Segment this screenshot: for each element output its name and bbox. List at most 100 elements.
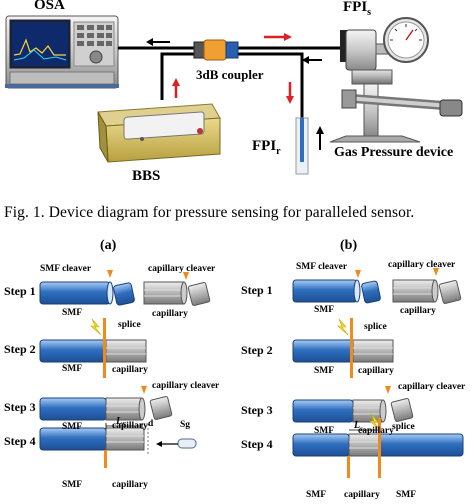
a-step-4: Step 4 xyxy=(4,434,36,448)
a-step4-assembly xyxy=(39,423,149,454)
a-step1-capillary xyxy=(143,281,188,305)
a-step4-sg-piece xyxy=(177,438,197,449)
a-capillary-label-2: capillary xyxy=(112,365,148,375)
fpi-s-main: FPI xyxy=(343,0,368,15)
panel-a-title: (a) xyxy=(100,238,117,253)
b-smf-label-2: SMF xyxy=(314,366,335,376)
a-ls-sub: S xyxy=(122,421,127,429)
a-step1-fiber-piece xyxy=(113,282,135,306)
b-step-2: Step 2 xyxy=(241,343,273,357)
b-step-4: Step 4 xyxy=(241,437,273,451)
a-step2-splice-spark-icon xyxy=(90,318,102,336)
a-capillary-label-1: capillary xyxy=(152,309,188,319)
b-step4-splice-marker-1 xyxy=(347,456,350,478)
b-smf-label-1: SMF xyxy=(314,305,335,315)
b-capillary-label-4: capillary xyxy=(344,490,380,500)
a-step1-capillary-piece xyxy=(187,282,211,306)
b-capillary-cleaver-label-3: capillary cleaver xyxy=(398,382,466,392)
b-capillary-label-3: capillary xyxy=(358,426,394,436)
osa-instrument-icon xyxy=(5,15,119,89)
b-step4-splice-marker-2 xyxy=(378,418,381,478)
bbs-box-icon xyxy=(97,103,221,163)
a-step1-smf-cleaver-icon xyxy=(107,270,113,278)
arrow-left-icon xyxy=(146,38,170,46)
b-step3-assembly xyxy=(292,399,387,423)
a-step2-assembly xyxy=(39,339,147,363)
b-capillary-label-2: capillary xyxy=(358,366,394,376)
arrow-up-icon xyxy=(316,126,324,150)
panel-a-drawing xyxy=(39,270,211,468)
arrow-down-red-icon xyxy=(286,82,294,104)
b-step2-splice-marker xyxy=(350,318,353,378)
a-step1-capillary-cleaver-icon xyxy=(183,272,189,280)
a-smf-label-3: SMF xyxy=(62,422,83,432)
b-smf-label-4b: SMF xyxy=(396,490,417,500)
a-step4-splice-marker xyxy=(104,450,107,468)
b-smf-label-4a: SMF xyxy=(306,490,327,500)
arrow-right-red-icon xyxy=(264,33,292,41)
figure-caption: Fig. 1. Device diagram for pressure sens… xyxy=(4,204,415,221)
b-step-3: Step 3 xyxy=(241,403,273,417)
b-step1-smf-fiber xyxy=(292,279,361,303)
b-step3-capillary-piece xyxy=(390,398,414,422)
a-splice-label: splice xyxy=(118,320,141,330)
a-sg-label: Sg xyxy=(180,420,191,430)
a-step3-capillary-piece xyxy=(149,396,173,420)
gas-pressure-device-icon xyxy=(329,17,463,143)
b-step4-assembly xyxy=(292,429,464,457)
b-smf-cleaver-label: SMF cleaver xyxy=(296,262,348,272)
b-step2-assembly xyxy=(292,339,394,363)
a-capillary-cleaver-label: capillary cleaver xyxy=(148,264,216,274)
arrow-left-right-icon xyxy=(302,56,322,64)
a-smf-label-4: SMF xyxy=(62,480,83,490)
b-smf-label-3: SMF xyxy=(314,426,335,436)
panel-b-title: (b) xyxy=(340,238,358,253)
system-diagram xyxy=(5,15,463,175)
a-capillary-label-4: capillary xyxy=(112,480,148,490)
bbs-label: BBS xyxy=(132,168,161,184)
a-capillary-cleaver-label-3: capillary cleaver xyxy=(152,381,220,391)
fpi-s-sub: s xyxy=(367,7,372,18)
fpi-r-main: FPI xyxy=(252,138,277,154)
a-smf-cleaver-label: SMF cleaver xyxy=(40,264,92,274)
fpi-r-label: FPIr xyxy=(252,138,281,157)
a-step-2: Step 2 xyxy=(4,342,36,356)
panel-b-drawing xyxy=(292,268,464,478)
fpi-s-label: FPIs xyxy=(343,0,371,18)
a-step2-splice-marker xyxy=(103,318,106,378)
coupler-label: 3dB coupler xyxy=(196,67,264,82)
fpi-r-tube xyxy=(295,117,309,175)
b-ls-main: L xyxy=(354,420,361,431)
a-step3-assembly xyxy=(39,397,146,421)
a-ls-main: L xyxy=(116,416,123,427)
a-smf-label-2: SMF xyxy=(62,364,83,374)
gas-pressure-label: Gas Pressure device xyxy=(334,145,454,160)
b-step1-fiber-piece xyxy=(361,280,381,304)
a-capillary-label-3: capillary xyxy=(112,421,148,431)
b-step-1: Step 1 xyxy=(241,283,273,297)
b-ls-label: Ls xyxy=(354,420,363,433)
arrow-up-red-icon xyxy=(172,78,180,98)
b-splice-label-2: splice xyxy=(364,322,387,332)
b-step1-capillary xyxy=(392,279,439,303)
b-splice-label-4: splice xyxy=(392,422,415,432)
b-step1-smf-cleaver-icon xyxy=(355,270,361,278)
b-capillary-label-1: capillary xyxy=(400,306,436,316)
a-step-3: Step 3 xyxy=(4,400,36,414)
a-step3-capillary-cleaver-icon xyxy=(141,386,147,394)
a-smf-label-1: SMF xyxy=(62,308,83,318)
a-d-label: d xyxy=(148,419,154,429)
b-step1-capillary-cleaver-icon xyxy=(433,268,439,276)
coupler-icon xyxy=(193,39,239,61)
a-step1-smf-fiber xyxy=(39,281,114,305)
a-ls-label: LS xyxy=(116,416,126,429)
fpi-r-sub: r xyxy=(276,146,281,157)
a-step-1: Step 1 xyxy=(4,284,36,298)
b-ls-sub: s xyxy=(360,425,363,433)
osa-label: OSA xyxy=(34,0,65,13)
b-step1-capillary-piece xyxy=(438,280,462,304)
b-step3-capillary-cleaver-icon xyxy=(385,386,391,394)
b-capillary-cleaver-label: capillary cleaver xyxy=(388,260,456,270)
a-step4-arrow-icon xyxy=(156,441,178,447)
b-step2-splice-spark-icon xyxy=(337,318,349,336)
